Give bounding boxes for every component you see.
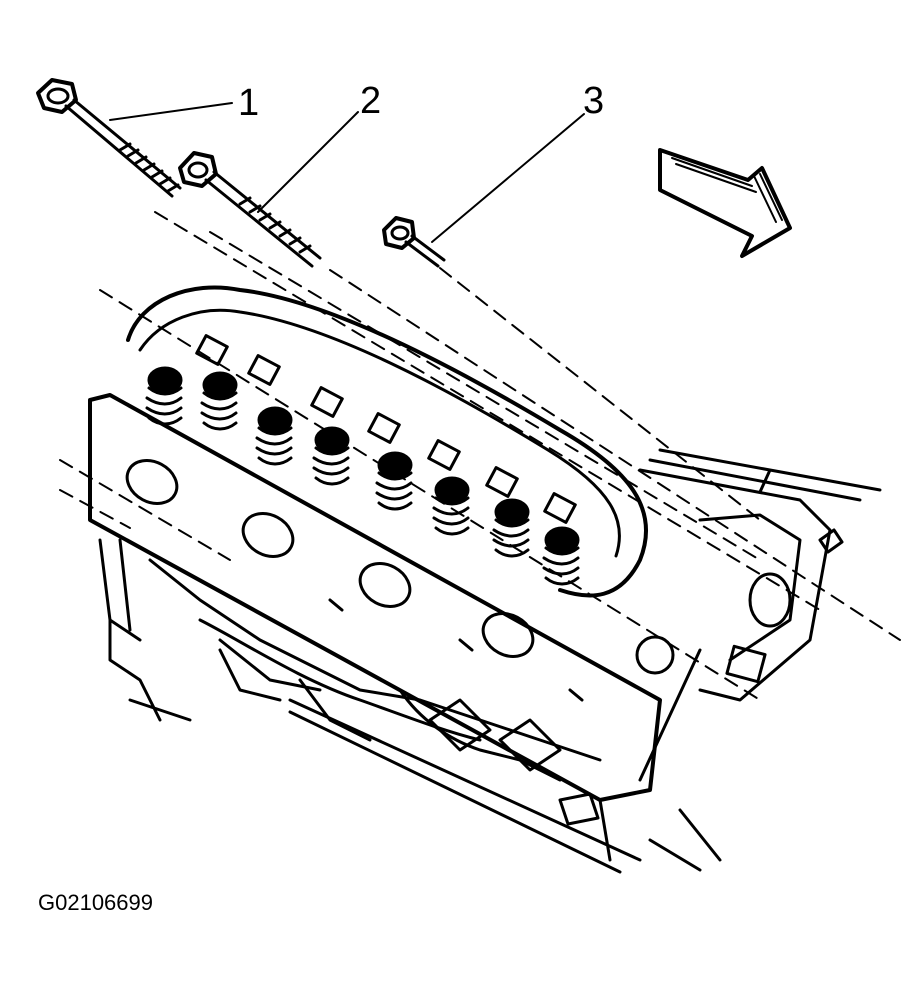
bolt-2-icon [178,151,322,268]
direction-arrow-icon [658,148,792,258]
bolt-3-icon [382,216,446,268]
callout-3: 3 [583,80,605,122]
alignment-dashed-lines [59,211,901,701]
callout-1: 1 [238,82,260,124]
leader-line-2 [257,111,359,213]
lower-manifold-icon [98,538,722,874]
leader-line-1 [109,102,233,121]
bolt-1-icon [36,78,182,198]
callout-2: 2 [360,80,382,122]
figure-id: G02106699 [38,890,153,915]
leader-line-3 [431,113,585,243]
engine-block-icon [638,448,882,782]
cylinder-head-icon [88,285,675,802]
